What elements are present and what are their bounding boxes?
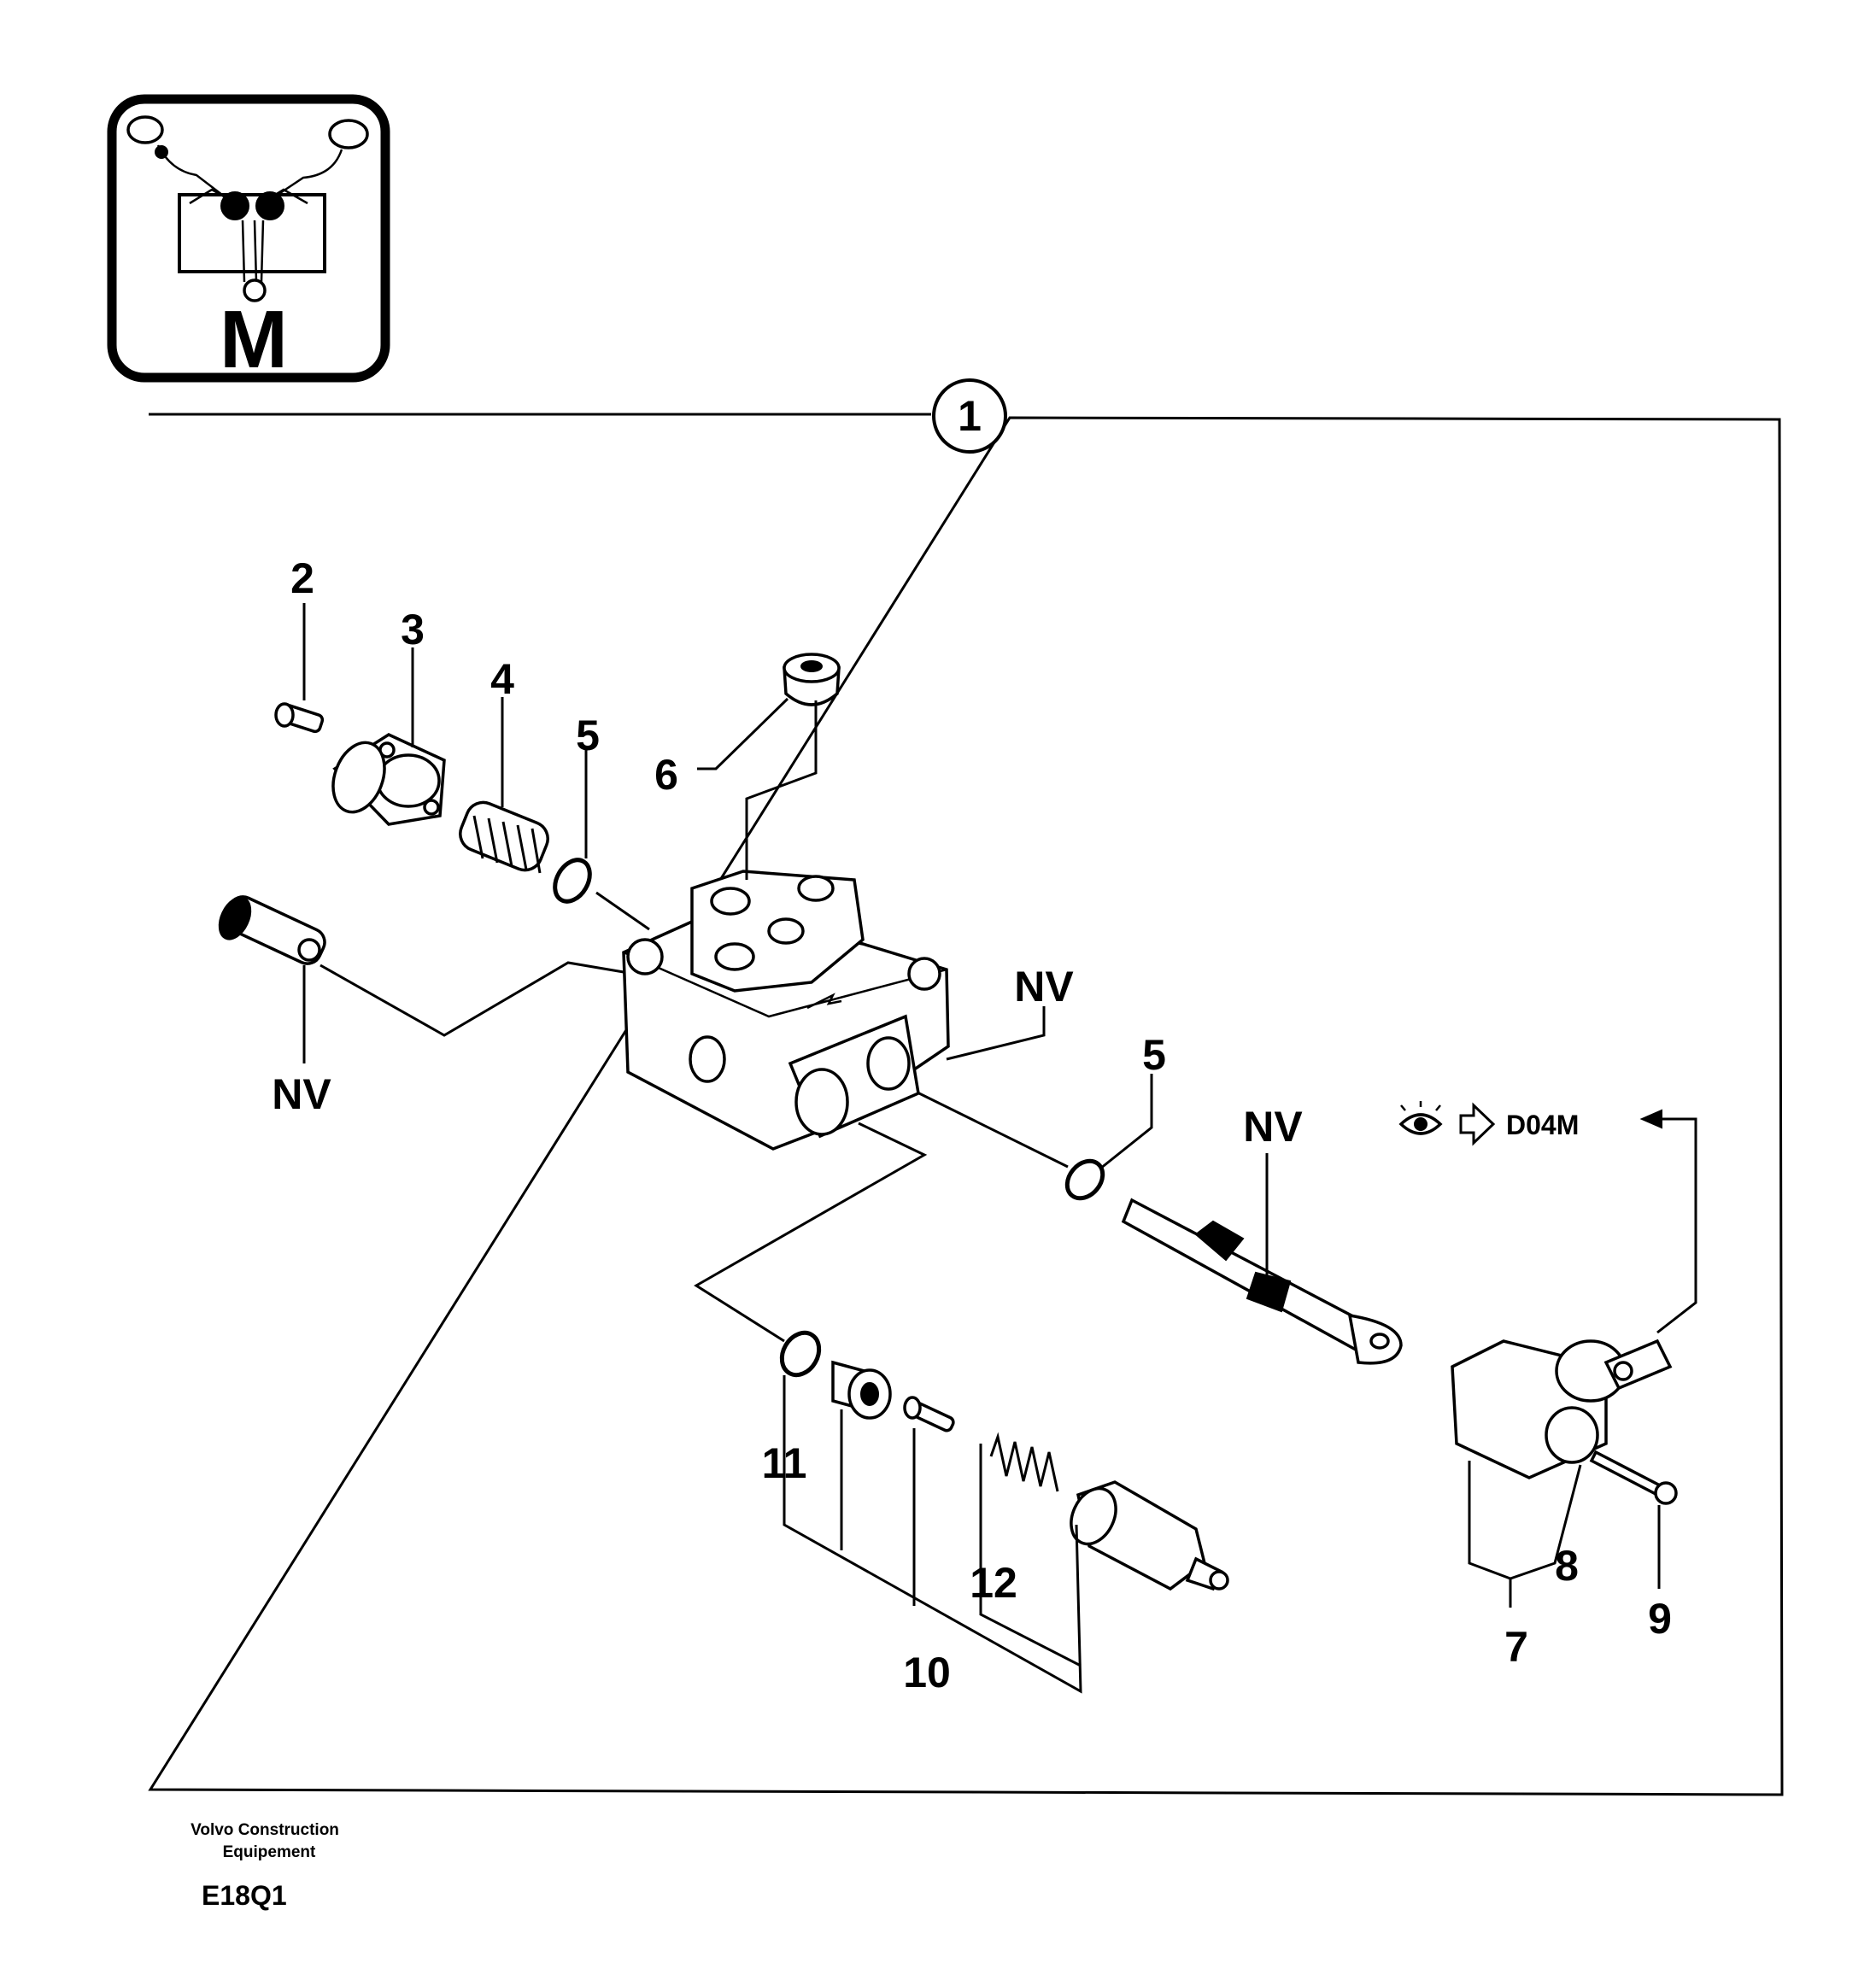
arrow-right-icon [1459,1102,1496,1146]
company-name-line1: Volvo Construction [191,1821,339,1839]
callout-nv-left: NV [272,1070,331,1118]
callout-2: 2 [290,554,314,602]
company-name-line2: Equipement [223,1843,316,1861]
part-10-poppet [903,1396,955,1432]
callout-6: 6 [654,751,678,799]
part-2-screw [274,702,325,734]
callout-nv-body: NV [1014,963,1074,1011]
callout-9: 9 [1648,1595,1672,1643]
callout-labels: 2 3 4 5 6 NV NV 5 NV 11 12 10 8 9 7 [272,554,1672,1696]
footer: Volvo Construction Equipement E18Q1 [191,1821,339,1911]
cross-reference: D04M [1398,1101,1579,1146]
part-4-spring [459,800,549,874]
callout-nv-spool: NV [1243,1103,1303,1151]
part-3-cover [331,733,446,826]
callout-5-lower: 5 [1142,1031,1166,1079]
part-nv-check-valve-left [218,895,326,965]
callout-5-upper: 5 [576,712,600,759]
part-relief-cartridge [1070,1480,1229,1591]
part-6-plug [783,653,841,706]
part-1-valve-body [622,870,950,1151]
eye-icon [1398,1101,1443,1135]
control-group-icon: M [107,94,390,385]
callout-7: 7 [1504,1623,1528,1671]
drawing-code: E18Q1 [202,1880,287,1911]
callout-11: 11 [762,1439,807,1487]
part-11-o-ring [779,1330,822,1378]
part-5-o-ring-lower [1064,1158,1105,1201]
diagram-frame: 1 [148,378,1784,1796]
part-9-bolt [1589,1450,1678,1505]
part-bushing [831,1360,892,1420]
icon-letter: M [220,294,288,385]
callout-3: 3 [401,606,425,653]
part-7-actuator-cap [1451,1339,1673,1479]
part-nv-spool [1121,1198,1403,1365]
part-12-spring [989,1432,1059,1492]
callout-4: 4 [490,655,514,703]
callout-8: 8 [1555,1542,1579,1590]
part-5-o-ring-upper [553,858,592,904]
reference-code: D04M [1506,1110,1579,1140]
callout-10: 10 [903,1649,951,1696]
callout-12: 12 [970,1559,1017,1607]
leader-lines [302,603,1697,1694]
group-number: 1 [958,392,982,440]
